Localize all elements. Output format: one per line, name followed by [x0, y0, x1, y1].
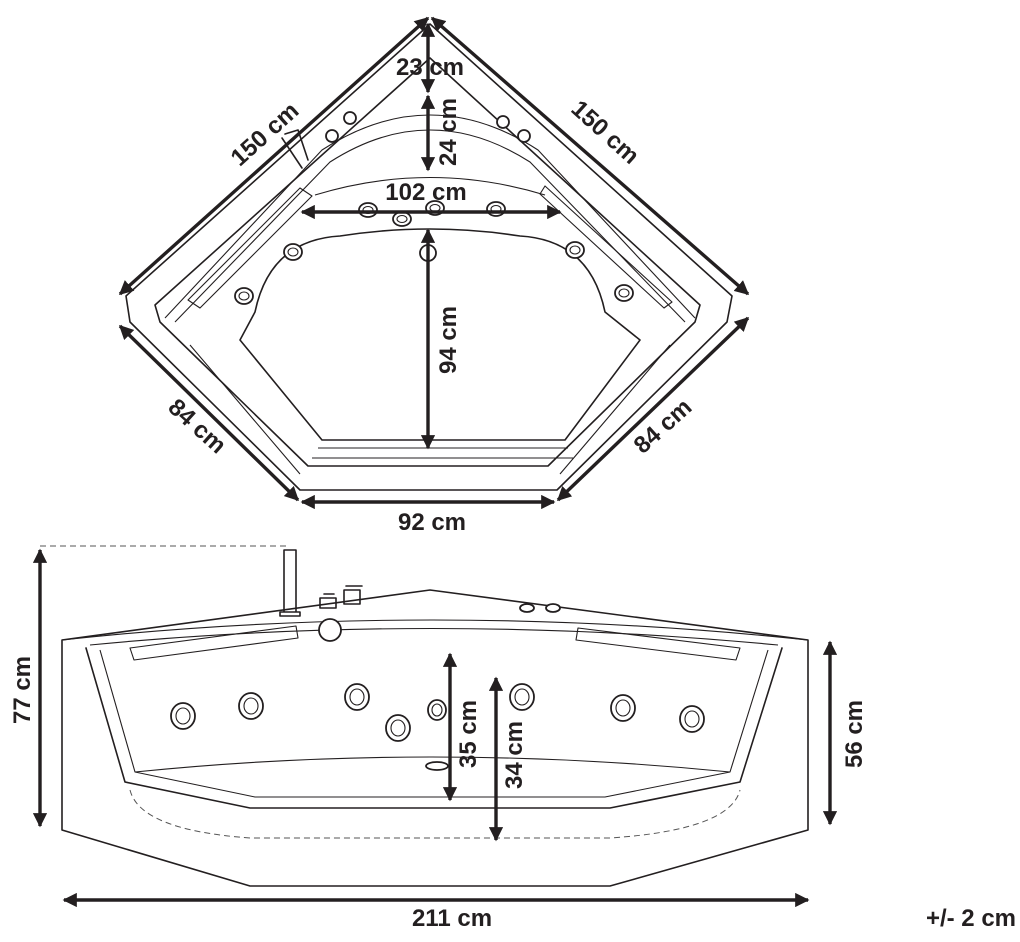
top-view-button-2	[517, 129, 531, 143]
label-top-left-edge: 150 cm	[226, 97, 305, 172]
front-view-handle-right	[343, 585, 363, 605]
front-view-outer-shell	[61, 589, 809, 887]
label-water-depth-b: 34 cm	[501, 721, 528, 789]
front-view-dimensions	[32, 545, 838, 908]
label-top-right-edge: 150 cm	[566, 95, 645, 170]
top-view-basin-steps	[189, 344, 671, 475]
front-view-right-channel	[575, 627, 741, 661]
front-view-left-channel	[129, 625, 299, 661]
front-view-basin-inner	[99, 649, 769, 798]
front-view-drain	[425, 761, 449, 771]
front-view-button-1	[519, 603, 535, 613]
top-view-handle-1	[325, 129, 339, 143]
front-view-jets	[170, 683, 705, 742]
front-view-faucet	[279, 549, 301, 617]
label-tolerance: +/- 2 cm	[926, 905, 1016, 932]
label-front-right-edge: 84 cm	[629, 394, 698, 460]
label-inner-length: 94 cm	[435, 306, 462, 374]
top-view-right-channel	[539, 185, 673, 309]
front-view-control-knob	[318, 618, 342, 642]
front-view-floor-curve	[134, 756, 731, 773]
label-water-depth-a: 35 cm	[455, 700, 482, 768]
top-view-rim-outline	[154, 57, 701, 467]
top-view-handle-2	[343, 111, 357, 125]
front-view-basin	[85, 647, 783, 809]
front-view-top-rim	[61, 619, 809, 646]
top-view-button-1	[496, 115, 510, 129]
label-rim-depth: 23 cm	[396, 54, 464, 81]
top-view-jets	[234, 200, 634, 305]
label-inner-width: 102 cm	[385, 179, 466, 206]
top-view-outer-outline	[125, 23, 733, 491]
label-front-width: 92 cm	[398, 509, 466, 536]
front-view-hidden-floor	[129, 789, 741, 839]
label-total-height: 77 cm	[9, 656, 36, 724]
front-view-button-2	[545, 603, 561, 613]
top-view-dimensions	[118, 16, 750, 510]
front-view-handle-left	[319, 593, 337, 609]
front-view	[61, 549, 809, 887]
label-apron-height: 56 cm	[841, 700, 868, 768]
label-total-width: 211 cm	[412, 905, 492, 932]
label-inner-rim: 24 cm	[435, 98, 462, 166]
